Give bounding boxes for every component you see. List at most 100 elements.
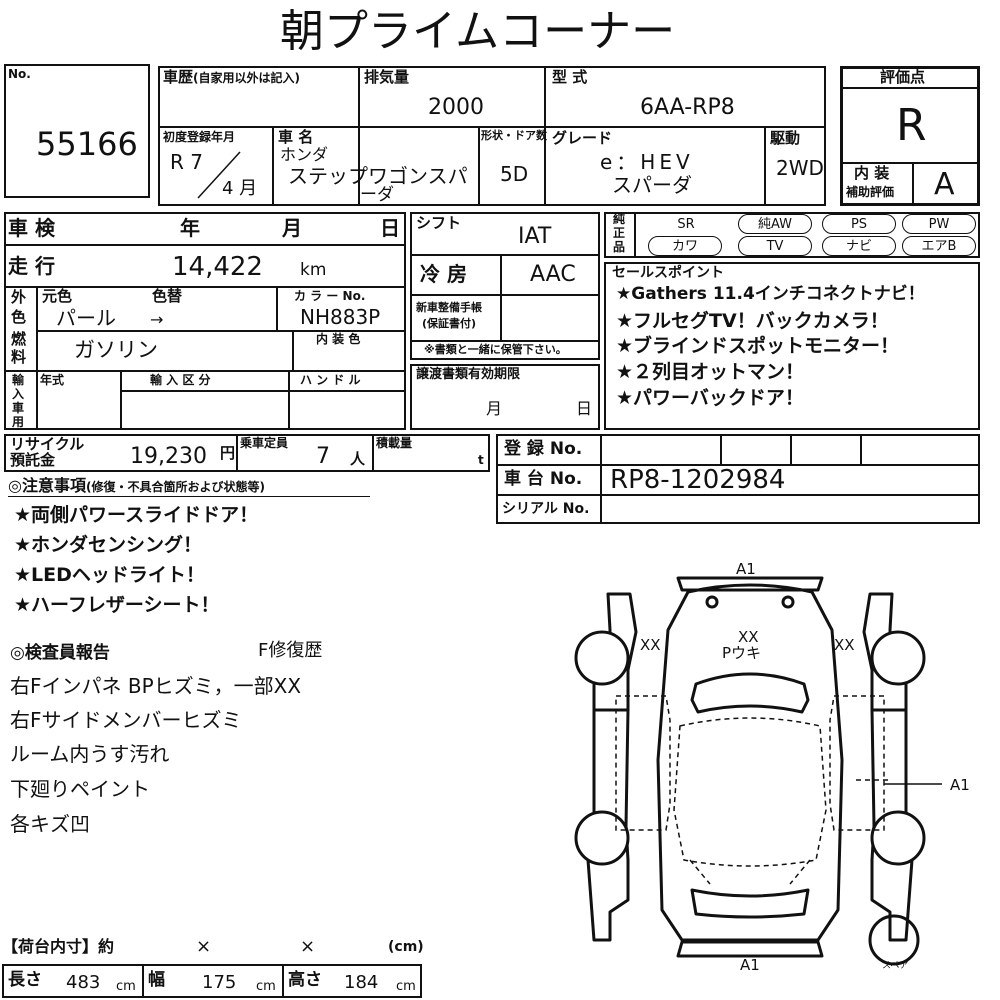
cargo-x1: × (196, 936, 212, 957)
rating-label: 評価点 (880, 68, 926, 86)
serial-number-label: シリアル No. (502, 501, 590, 517)
car-damage-diagram (574, 576, 942, 966)
original-color-label: 元色 (42, 287, 73, 305)
car-name-line2: ーダ (360, 185, 394, 205)
rating-box (840, 66, 980, 206)
capacity-value: 7 (316, 444, 330, 469)
repaint-label: 色替 (152, 287, 183, 305)
cargo-height-label: 高さ (288, 970, 322, 990)
original-color-value: パール (56, 306, 116, 330)
number-label: No. (8, 67, 31, 81)
cargo-length-unit: cm (116, 979, 136, 994)
repair-history: F修復歴 (258, 640, 323, 661)
note-1: ★両側パワースライドドア！ (14, 504, 259, 526)
recycle-label1: リサイクル (10, 435, 85, 453)
sales-point-4: ★２列目オットマン！ (616, 361, 805, 383)
import-year-label: 年式 (40, 373, 65, 387)
drive-value: 2WD (776, 156, 824, 180)
cargo-height-unit: cm (396, 979, 416, 994)
import-side3: 車 (12, 401, 25, 415)
registration-grid (496, 434, 980, 524)
equipment-navi: ナビ (822, 236, 896, 256)
import-side2: 入 (12, 387, 25, 401)
inspector-item-3: ルーム内うす汚れ (10, 742, 170, 766)
inspector-label: ◎検査員報告 (10, 643, 110, 663)
shift-value: IAT (518, 224, 552, 249)
cargo-label: 【荷台内寸】約 (2, 937, 115, 956)
grade-value1: e：HEV (600, 150, 694, 174)
model-label: 型 式 (552, 68, 588, 86)
inspection-month: 月 (282, 216, 302, 240)
equipment-power-windows: PW (902, 214, 976, 234)
transfer-month: 月 (486, 399, 503, 418)
equipment-label1: 純 (613, 212, 626, 226)
inspector-item-2: 右Fサイドメンバーヒズミ (10, 708, 242, 732)
ac-value: AAC (530, 262, 576, 287)
sales-points-box (604, 262, 980, 430)
interior-value: A (934, 167, 955, 202)
load-label: 積載量 (376, 436, 413, 450)
inspection-grid (4, 212, 406, 430)
import-class-label: 輸 入 区 分 (150, 373, 211, 387)
model-value: 6AA-RP8 (640, 95, 735, 120)
color-number-label: カ ラ ー No. (294, 289, 366, 303)
equipment-label3: 品 (613, 240, 626, 254)
note-3: ★LEDヘッドライト！ (14, 564, 205, 586)
number-value: 55166 (36, 125, 138, 163)
mileage-unit: km (300, 260, 327, 280)
inspector-item-5: 各キズ凹 (10, 812, 90, 836)
capacity-label: 乗車定員 (240, 436, 289, 450)
fuel-value: ガソリン (74, 338, 158, 362)
displacement-label: 排気量 (364, 68, 410, 86)
color-number-value: NH883P (300, 305, 381, 329)
interior-label: 内 装 (854, 164, 890, 182)
ac-label: 冷 房 (420, 262, 467, 286)
drive-label: 駆動 (770, 129, 801, 147)
inspection-label: 車 検 (8, 216, 55, 240)
inspector-item-1: 右Fインパネ BPヒズミ，一部XX (10, 674, 302, 698)
first-registration-label: 初度登録年月 (163, 130, 236, 144)
doors-label: 形状・ドア数 (481, 129, 547, 142)
equipment-power-steering: PS (822, 214, 896, 234)
number-box (4, 64, 150, 198)
maintenance-label2: (保証書付) (422, 317, 477, 330)
page-title: 朝プライムコーナー (280, 6, 676, 57)
equipment-alloy-wheels: 純AW (738, 214, 812, 234)
recycle-unit: 円 (220, 444, 236, 462)
cargo-width-label: 幅 (148, 970, 165, 990)
equipment-label2: 正 (613, 226, 626, 240)
color-side1: 外 (11, 288, 27, 306)
cargo-x2: × (300, 936, 316, 957)
mileage-value: 14,422 (172, 252, 263, 282)
import-side1: 輸 (12, 373, 25, 387)
cargo-height-value: 184 (344, 972, 379, 993)
fuel-label1: 燃 (11, 330, 27, 348)
maintenance-note: ※書類と一緒に保管下さい。 (424, 343, 567, 356)
inspector-item-4: 下廻りペイント (10, 777, 150, 801)
diagram-bottom-label: A1 (740, 956, 760, 974)
cargo-unit: (cm) (388, 939, 424, 955)
cargo-width-unit: cm (256, 979, 276, 994)
sales-point-1: ★Gathers 11.4インチコネクトナビ！ (616, 284, 925, 304)
cargo-length-value: 483 (66, 972, 101, 993)
diagram-left-door-mark: XX (640, 636, 661, 654)
capacity-unit: 人 (350, 450, 366, 468)
note-4: ★ハーフレザーシート！ (14, 594, 220, 616)
notes-label: ◎注意事項(修復・不具合箇所および状態等) (8, 476, 265, 495)
color-side2: 色 (11, 308, 27, 326)
diagram-hood-mark1: XX (738, 628, 759, 646)
handle-label: ハ ン ド ル (300, 373, 361, 387)
date-slash (197, 151, 241, 199)
displacement-value: 2000 (428, 95, 484, 120)
interior-color-label: 内 装 色 (316, 332, 361, 346)
shift-ac-grid (410, 212, 600, 360)
car-name-line1: ステップワゴンスパ (288, 164, 468, 188)
grade-value2: スパーダ (612, 173, 692, 197)
car-maker: ホンダ (280, 145, 329, 164)
equipment-leather: カワ (648, 236, 722, 256)
cargo-length-label: 長さ (8, 970, 42, 990)
equipment-box (604, 212, 980, 258)
load-unit: t (478, 453, 484, 467)
transfer-box (410, 364, 600, 430)
repaint-arrow: → (150, 310, 164, 329)
